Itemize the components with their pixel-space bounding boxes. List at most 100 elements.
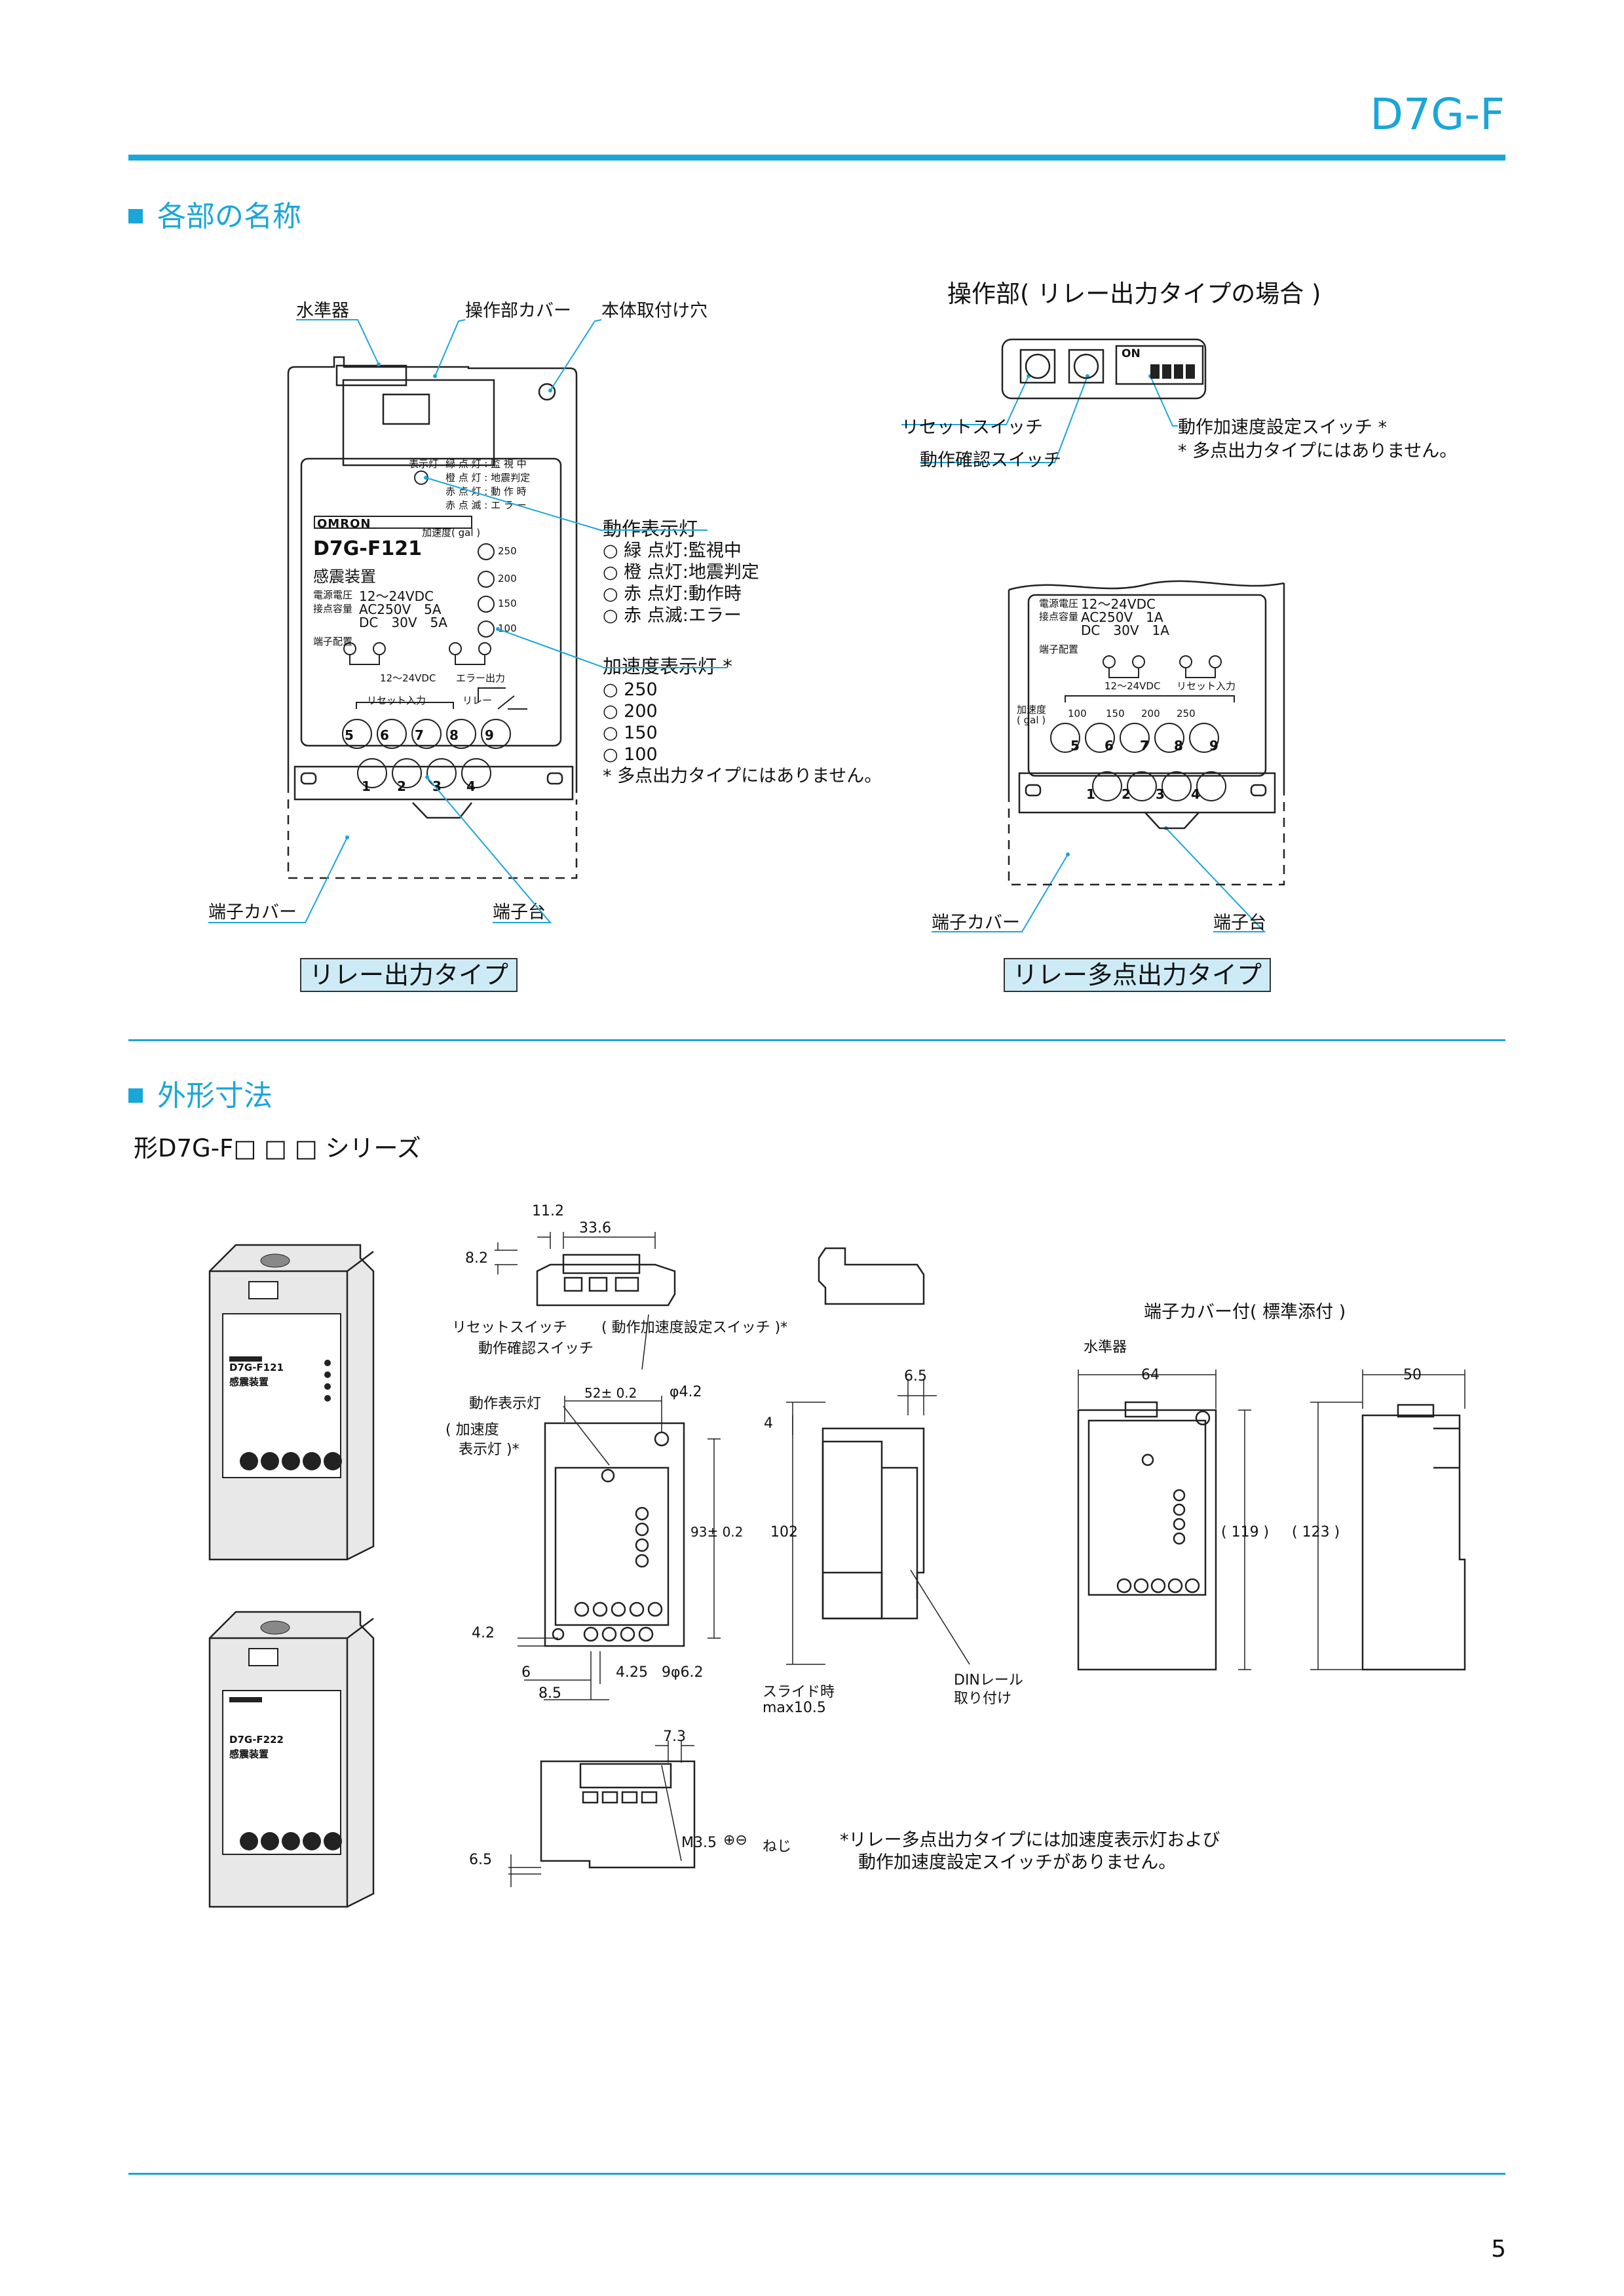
dim-value: 11.2 bbox=[532, 1203, 564, 1219]
dim-value: 64 bbox=[1141, 1367, 1160, 1383]
operation-panel-diagram bbox=[1001, 338, 1207, 400]
dim-label: リセットスイッチ bbox=[452, 1320, 568, 1336]
dip-on-label: ON bbox=[1122, 347, 1141, 360]
label-reset-switch: リセットスイッチ bbox=[901, 417, 1043, 438]
accel-value: 150 bbox=[1106, 708, 1125, 719]
spec-label: 電源電圧 bbox=[1039, 598, 1079, 609]
dim-label: 端子カバー付( 標準添付 ) bbox=[1144, 1302, 1346, 1322]
dim-label: ねじ bbox=[763, 1839, 792, 1855]
dim-value: 7.3 bbox=[663, 1729, 686, 1745]
photo-model: D7G-F121 bbox=[229, 1362, 284, 1373]
product-code: D7G-F bbox=[1370, 89, 1505, 140]
dim-label: 動作確認スイッチ bbox=[478, 1341, 594, 1357]
accel-value: 100 bbox=[1068, 708, 1087, 719]
label-mount-hole: 本体取付け穴 bbox=[601, 301, 708, 321]
spec-value: 12～24VDC bbox=[1081, 596, 1156, 612]
spec-label: 電源電圧 bbox=[313, 589, 353, 601]
accel-value: 200 bbox=[1141, 708, 1160, 719]
terminal-number: 3 bbox=[1156, 786, 1165, 802]
indicator-table-row: 赤 点 灯 : 動 作 時 bbox=[445, 486, 527, 497]
accel-value: 250 bbox=[1177, 708, 1196, 719]
spec-label: 接点容量 bbox=[1039, 611, 1079, 622]
legend-accel-item: ○ 150 bbox=[603, 723, 658, 743]
dim-value: 8.2 bbox=[465, 1250, 488, 1267]
terminal-number: 8 bbox=[449, 727, 459, 743]
label-terminal-cover: 端子カバー bbox=[932, 913, 1020, 933]
photo-name: 感震装置 bbox=[229, 1376, 269, 1388]
legend-lamp-item: ○ 赤 点灯:動作時 bbox=[603, 584, 742, 604]
section-divider bbox=[128, 1039, 1505, 1041]
accel-value: 250 bbox=[498, 545, 517, 557]
note-line: 動作加速度設定スイッチがありません。 bbox=[858, 1852, 1177, 1873]
dim-value: ( 123 ) bbox=[1292, 1524, 1340, 1540]
dim-label: スライド時 bbox=[763, 1684, 835, 1700]
legend-accel-item: ○ 100 bbox=[603, 744, 658, 765]
spec-value: DC 30V 5A bbox=[359, 615, 447, 630]
terminal-number: 4 bbox=[466, 778, 476, 794]
dim-value: 52± 0.2 bbox=[584, 1385, 637, 1401]
terminal-number: 2 bbox=[1122, 786, 1131, 802]
dim-value: 102 bbox=[770, 1524, 798, 1540]
legend-lamp-item: ○ 橙 点灯:地震判定 bbox=[603, 562, 759, 583]
legend-lamp-item: ○ 緑 点灯:監視中 bbox=[603, 541, 742, 561]
dim-label: max10.5 bbox=[763, 1700, 826, 1716]
accel-head: 加速度 bbox=[1017, 704, 1047, 716]
dim-label: 取り付け bbox=[954, 1691, 1012, 1707]
legend-underline bbox=[603, 529, 708, 531]
dim-value: 6.5 bbox=[469, 1852, 492, 1868]
photo-name: 感震装置 bbox=[229, 1748, 269, 1760]
label-check-switch: 動作確認スイッチ bbox=[920, 450, 1061, 470]
section-title: 各部の名称 bbox=[157, 200, 301, 233]
label-operation-cover: 操作部カバー bbox=[465, 301, 571, 321]
legend-lamp-item: ○ 赤 点滅:エラー bbox=[603, 605, 742, 626]
terminal-number: 5 bbox=[345, 727, 354, 743]
dim-label: 表示灯 )* bbox=[459, 1442, 519, 1458]
terminal-number: 3 bbox=[432, 778, 442, 794]
dim-label: 水準器 bbox=[1084, 1339, 1127, 1356]
bullet-square-icon bbox=[128, 209, 143, 223]
terminal-number: 9 bbox=[1209, 738, 1218, 754]
accel-unit: ( gal ) bbox=[1017, 714, 1046, 726]
header-rule bbox=[128, 155, 1505, 161]
note-line: *リレー多点出力タイプには加速度表示灯および bbox=[840, 1830, 1220, 1850]
legend-accel-item: ○ 250 bbox=[603, 679, 658, 700]
bullet-square-icon bbox=[128, 1088, 143, 1103]
terminal-number: 6 bbox=[380, 727, 389, 743]
label-accel-switch: 動作加速度設定スイッチ * bbox=[1178, 417, 1388, 438]
legend-accel-item: ○ 200 bbox=[603, 701, 658, 721]
dim-value: ( 119 ) bbox=[1221, 1524, 1270, 1540]
dim-value: 50 bbox=[1403, 1367, 1422, 1383]
multi-type-diagram bbox=[1008, 580, 1285, 886]
spec-label: 接点容量 bbox=[313, 603, 353, 615]
supply-label: 12～24VDC bbox=[1105, 680, 1161, 692]
terminal-number: 6 bbox=[1105, 738, 1114, 754]
operation-title: 操作部( リレー出力タイプの場合 ) bbox=[947, 280, 1321, 308]
label-terminal-block: 端子台 bbox=[493, 902, 546, 923]
terminal-number: 8 bbox=[1174, 738, 1183, 754]
operation-note: * 多点出力タイプにはありません。 bbox=[1178, 441, 1458, 461]
spec-value: 12～24VDC bbox=[359, 588, 434, 604]
footer-rule bbox=[128, 2173, 1505, 2175]
legend-accel-title: 加速度表示灯 * bbox=[603, 655, 732, 678]
reset-input-label: リセット入力 bbox=[367, 695, 426, 706]
dim-value: M3.5 bbox=[681, 1835, 717, 1851]
dim-label: 動作表示灯 bbox=[469, 1396, 542, 1412]
dim-value: 6 bbox=[521, 1664, 531, 1681]
label-terminal-block: 端子台 bbox=[1213, 913, 1266, 933]
device-name: 感震装置 bbox=[313, 567, 376, 586]
photo-model: D7G-F222 bbox=[229, 1734, 284, 1746]
product-photo-1 bbox=[208, 1244, 375, 1561]
dim-value: 33.6 bbox=[579, 1220, 611, 1236]
label-level: 水準器 bbox=[296, 301, 349, 321]
relay-label: リレー bbox=[463, 695, 493, 706]
brand-logo: OMRON bbox=[317, 517, 371, 531]
legend-lamp-title: 動作表示灯 bbox=[603, 518, 698, 540]
indicator-table-row: 橙 点 灯 : 地震判定 bbox=[445, 472, 531, 484]
terminal-number: 5 bbox=[1070, 738, 1080, 754]
spec-value: AC250V 1A bbox=[1081, 609, 1163, 625]
terminal-head: 端子配置 bbox=[313, 636, 353, 647]
product-photo-2 bbox=[208, 1611, 375, 1908]
terminal-number: 9 bbox=[485, 727, 494, 743]
terminal-number: 1 bbox=[1086, 786, 1095, 802]
spec-value: DC 30V 1A bbox=[1081, 622, 1169, 638]
